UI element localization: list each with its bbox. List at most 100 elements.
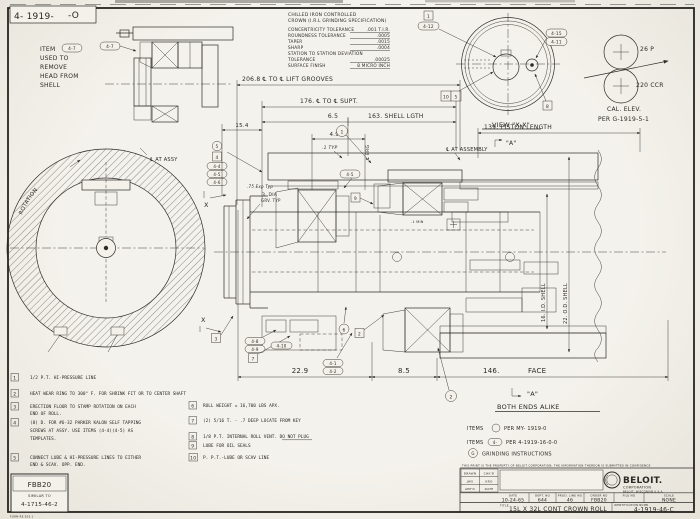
item-balloon-4-8: 4-8	[251, 339, 258, 344]
property-line: THIS PRINT IS THE PROPERTY OF BELOIT COR…	[461, 464, 651, 468]
note-line: ITEM	[40, 46, 55, 53]
approval-cell: CHK'D	[484, 472, 495, 476]
balloon-stack: 5 4 4-4 4-5 4-6	[206, 140, 263, 186]
cal-elev-ref: PER G-1919-5-1	[598, 116, 649, 123]
note-text: END OF ROLL.	[30, 411, 62, 417]
note-number: 6	[191, 404, 194, 410]
section-callouts: 1 4-5 9 3 4-8 4-9 7 4-10 4-1 4-2 6 2 2	[199, 125, 457, 402]
item-balloon-4-1: 4-1	[329, 361, 336, 366]
balloon-2: 2	[358, 332, 361, 338]
item-balloon-4-11: 4-11	[551, 40, 562, 46]
dim-22-9: 22.9	[292, 367, 309, 375]
both-ends-note: "A" BOTH ENDS ALIKE	[495, 388, 600, 412]
cal-roll-bottom-label: 220 CCR	[636, 82, 664, 89]
order-number: FBB20	[28, 481, 52, 489]
note-text: ROLL WEIGHT = 16,700 LBS APX.	[203, 403, 280, 409]
min-clearance-label: .1 MIN	[411, 220, 424, 224]
note-number: 4	[13, 421, 16, 427]
items-reference: ITEMS PER MY- 1919-0 ITEMS 4- PER 4-1919…	[467, 423, 557, 458]
items-ref-text: ITEMS	[467, 426, 483, 432]
drawing-number-box: 4- 1919- -O	[9, 5, 97, 24]
dim-8-5: 8.5	[398, 367, 410, 375]
item-balloon-4-5: 4-5	[213, 172, 220, 177]
drawing-title: 15L X 32L CONT CROWN ROLL	[509, 506, 607, 513]
datum-a-mark: "A"	[527, 390, 538, 398]
spec-value: .0004	[377, 45, 390, 50]
cl-brg-label: ℄ BRG	[365, 144, 371, 160]
dim-6-5: 6.5	[328, 113, 338, 120]
spec-title: CHILLED IRON CONTROLLED	[288, 12, 357, 18]
approval-cell: APP'D	[465, 487, 475, 491]
col-value: FBB20	[591, 498, 607, 504]
balloon-10: 10	[443, 95, 449, 101]
title-block-columns: DATE 10-24-65 DEPT. NO 644 PROD. LINE NO…	[460, 492, 694, 504]
items-ref-text: ITEMS	[467, 440, 483, 446]
item-balloon-4-5: 4-5	[346, 172, 353, 177]
note-text: HEAT WEAR RING TO 300° F. FOR SHRINK FIT…	[30, 391, 186, 397]
col-header: ORDER NO	[590, 493, 608, 497]
note-number: 3	[13, 405, 16, 411]
note-text: CONNECT LUBE & HI-PRESSURE LINES TO EITH…	[30, 455, 141, 461]
col-header: DATE	[509, 493, 517, 497]
similar-to-value: 4-1715-46-2	[21, 502, 58, 508]
head-removal-note: ITEM 4-7 USED TO REMOVE HEAD FROM SHELL	[40, 43, 83, 89]
spec-title2: CROWN (I.R.L GRINDING SPECIFICATION)	[288, 18, 387, 24]
note-line: HEAD FROM	[40, 73, 79, 80]
identification-number: 4-1919-46-C	[634, 507, 674, 514]
spec-label: ROUNDNESS TOLERANCE	[288, 33, 346, 38]
note-line: SHELL	[40, 82, 60, 89]
brand-sub: CORPORATION	[623, 486, 651, 490]
balloon-1: 1	[340, 130, 343, 136]
dia-label: 3. DIA	[262, 192, 278, 198]
spec-value: .0005	[377, 33, 390, 38]
drawing-number: 4- 1919-	[14, 12, 54, 22]
notes-right: 6 ROLL WEIGHT = 16,700 LBS APX. 7 (2) 5/…	[188, 401, 312, 462]
cal-elev-label: CAL. ELEV.	[607, 106, 641, 113]
dim-lift-grooves: 206.8 ℄ TO ℄ LIFT GROOVES	[242, 76, 333, 83]
dimensions: 206.8 ℄ TO ℄ LIFT GROOVES 176. ℄ TO ℄ SU…	[221, 76, 669, 381]
col-header: PROD. LINE NO	[558, 493, 583, 497]
calender-elevation-diagram: 26 P 220 CCR CAL. ELEV. PER G-1919-5-1	[583, 34, 669, 123]
item-balloon-4-6: 4-6	[213, 180, 220, 185]
note-text: END & SCAV. OPP. END.	[30, 462, 86, 468]
dim-od-shell: 22. O.D. SHELL	[563, 283, 569, 324]
title-row: TITLE 15L X 32L CONT CROWN ROLL IDENTIFI…	[460, 502, 694, 514]
balloon-3: 3	[215, 337, 218, 343]
items-ref-text: PER 4-1919-16-0-0	[506, 440, 557, 446]
note-number: 10	[190, 456, 196, 462]
title-label: TITLE	[499, 503, 509, 507]
spec-label: CONCENTRICITY TOLERANCE	[288, 27, 354, 32]
datum-a-mark: "A"	[506, 140, 516, 147]
spec-value: .001 T.I.R.	[367, 27, 390, 32]
view-x-x-label: VIEW "X-X"	[492, 121, 530, 129]
balloon-8: 8	[546, 104, 549, 110]
approval-cell: KRO	[485, 479, 493, 483]
col-header: FILE NO	[623, 493, 636, 497]
dim-piston-length: 139. PISTON LENGTH	[484, 124, 552, 131]
exp-typ-label: .75 Exp Typ	[247, 184, 273, 189]
brand-address: BELOIT, WISCONSIN U.S.A.	[623, 489, 664, 493]
cl-at-assy-label: ℄ AT ASSY	[150, 157, 178, 163]
item-balloon-4-10: 4-10	[276, 344, 286, 349]
notes-left: 1 1/2 P.T. HI-PRESSURE LINE 2 HEAT WEAR …	[10, 373, 186, 468]
item-balloon-4-15: 4-15	[551, 31, 562, 37]
note-number: 2	[13, 392, 16, 398]
spec-value: .0015	[377, 39, 390, 44]
title-block: THIS PRINT IS THE PROPERTY OF BELOIT COR…	[459, 464, 694, 514]
grinding-instructions-label: GRINDING INSTRUCTIONS	[482, 452, 552, 458]
dim-15-4: 15.4	[235, 123, 248, 129]
dim-typ: .1 TYP	[322, 145, 337, 151]
note-text: SCREWS AT ASSY. USE ITEMS (4-4)(4-5) AS	[30, 428, 133, 434]
items-ref-oval: 4-	[493, 440, 498, 445]
balloon-1: 1	[427, 14, 430, 20]
spec-label: STATION TO STATION DEVIATION	[288, 51, 363, 56]
dim-146: 146.	[483, 367, 500, 375]
item-balloon-4-4: 4-4	[213, 164, 220, 169]
note-line: REMOVE	[40, 64, 67, 71]
spec-label: SHARP	[288, 45, 304, 50]
section-arrow-x: X	[204, 201, 209, 209]
approval-cell: JWS	[466, 479, 474, 483]
note-text: LUBE FOR OIL SEALS	[203, 443, 251, 449]
